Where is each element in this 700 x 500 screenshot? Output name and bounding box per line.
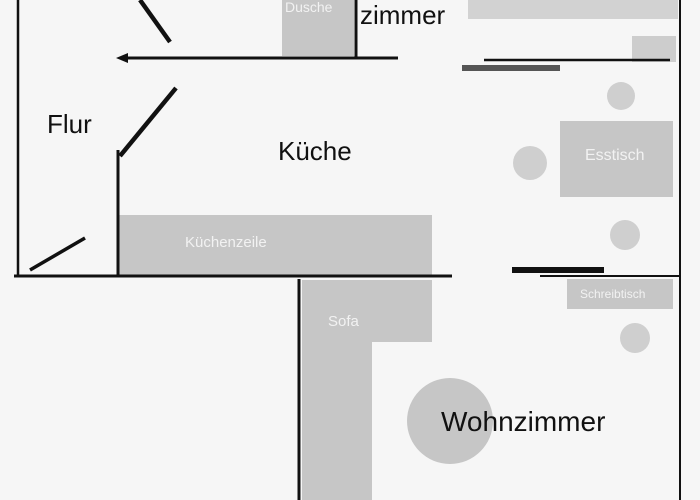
kuechenzeile-counter [119, 215, 432, 276]
furniture-label-esstisch: Esstisch [585, 147, 645, 164]
chair-bottom [610, 220, 640, 250]
furniture-label-kuechenzeile: Küchenzeile [185, 234, 267, 251]
room-label-top-partial: zimmer [360, 0, 446, 30]
corner-block-top-right [632, 36, 676, 62]
door-swing-top [138, 0, 172, 44]
door-swing-flur [118, 86, 178, 158]
room-label-kueche: Küche [278, 136, 352, 166]
wall-arrow-tip [116, 53, 128, 63]
furniture-label-schreibtisch: Schreibtisch [580, 287, 645, 301]
chair-left [513, 146, 547, 180]
doors [29, 0, 178, 272]
top-right-block [468, 0, 678, 19]
chair-top [607, 82, 635, 110]
walls [14, 0, 681, 500]
esstisch-table [560, 121, 673, 197]
furniture-label-sofa: Sofa [328, 313, 360, 330]
door-swing-bottom-left [29, 236, 86, 272]
opening-bar-top [462, 65, 560, 71]
furniture-label-dusche: Dusche [285, 0, 333, 15]
room-label-flur: Flur [47, 109, 92, 139]
opening-bar-middle [512, 267, 604, 273]
schreibtisch-desk [567, 279, 673, 309]
sofa-vertical [302, 280, 372, 500]
desk-chair [620, 323, 650, 353]
room-label-wohnzimmer: Wohnzimmer [441, 406, 605, 437]
round-coffee-table [407, 378, 493, 464]
dusche-block [282, 0, 354, 56]
